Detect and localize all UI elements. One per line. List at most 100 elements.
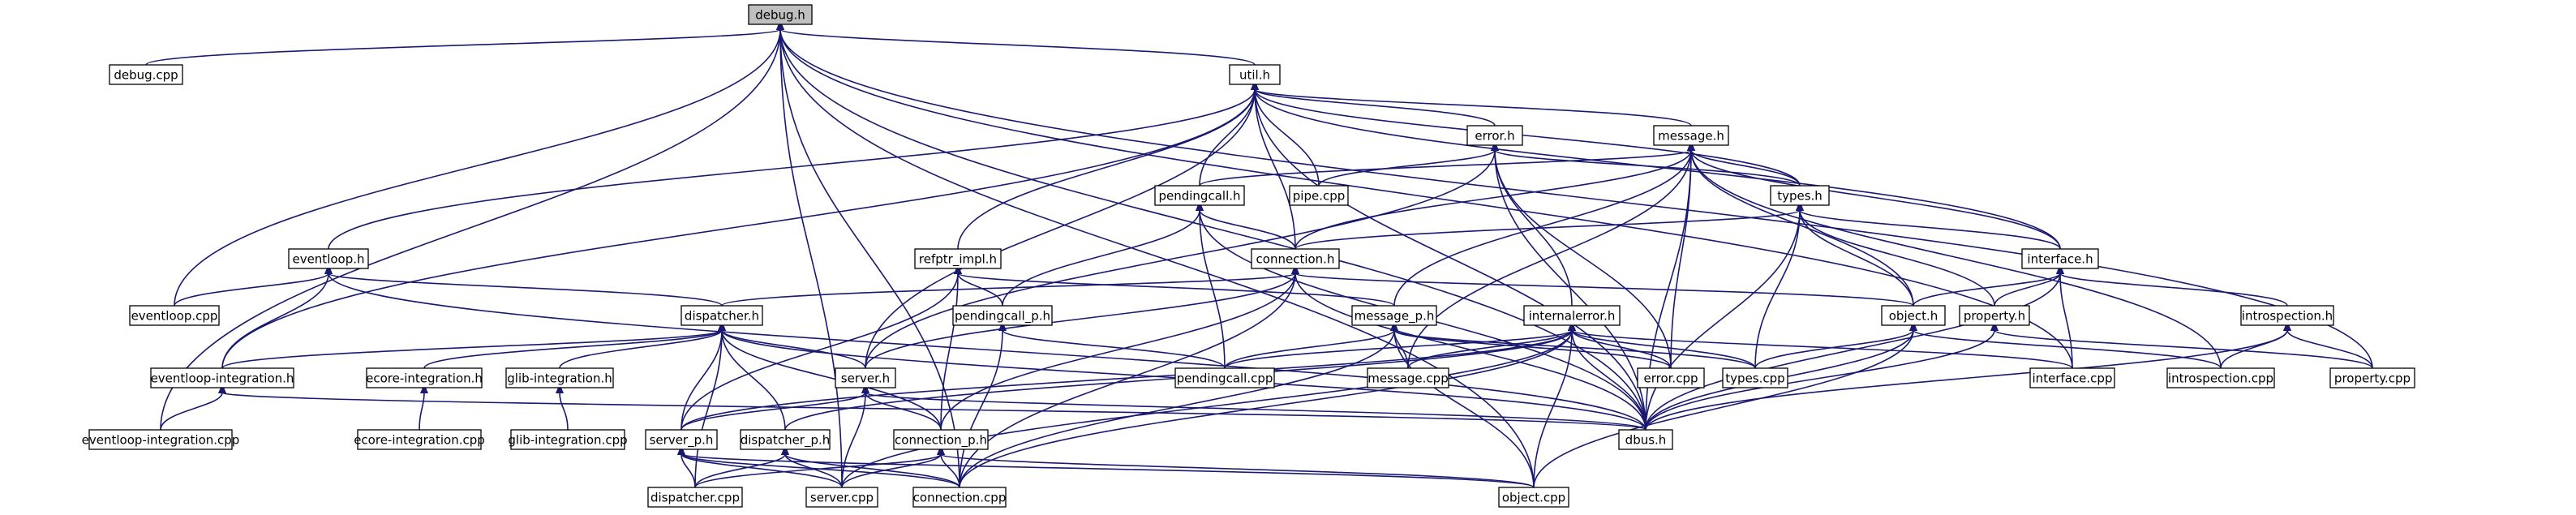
node-object-h[interactable]: object.h [1881, 305, 1946, 326]
edge-internalerror_h-to-server_p_h [680, 321, 1576, 431]
edge-error_h-to-error_cpp [1491, 141, 1672, 369]
node-box [88, 429, 233, 450]
edge-internalerror_h-to-interface_cpp [1568, 321, 2073, 369]
node-object-cpp[interactable]: object.cpp [1498, 487, 1569, 508]
node-pendingcall-h[interactable]: pendingcall.h [1154, 185, 1245, 206]
edge-debug_h-to-object_cpp [776, 20, 1535, 488]
edge-interface_h-to-introspection_h [2056, 264, 2288, 307]
node-label: connection.cpp [913, 491, 1007, 505]
edge-connection_p_h-to-connection_cpp [937, 445, 960, 488]
node-error-h[interactable]: error.h [1466, 125, 1523, 146]
node-label: message.cpp [1367, 371, 1448, 386]
edge-internalerror_h-to-server_cpp [841, 321, 1576, 488]
node-types-h[interactable]: types.h [1770, 185, 1830, 206]
node-dispatcher-h[interactable]: dispatcher.h [680, 305, 763, 326]
node-ecore-integration-h[interactable]: ecore-integration.h [366, 367, 483, 388]
node-box [1618, 429, 1673, 450]
node-box [952, 305, 1053, 326]
node-debug-cpp[interactable]: debug.cpp [109, 64, 183, 85]
edge-refptr_impl_h-to-pendingcall_p_h [954, 264, 1003, 307]
edge-util_h-to-connection_h [1251, 80, 1296, 250]
edge-internalerror_h-to-types_cpp [1568, 321, 1756, 369]
edge-debug_h-to-util_h [776, 20, 1256, 66]
node-server-p-h[interactable]: server_p.h [645, 429, 718, 450]
node-error-cpp[interactable]: error.cpp [1637, 367, 1705, 388]
node-message-p-h[interactable]: message_p.h [1351, 305, 1437, 326]
edge-internalerror_h-to-error_cpp [1568, 321, 1672, 369]
node-debug-h[interactable]: debug.h [748, 4, 813, 25]
node-pendingcall-p-h[interactable]: pendingcall_p.h [952, 305, 1053, 326]
edge-message_h-to-object_h [1687, 141, 1914, 307]
node-label: dispatcher_p.h [741, 433, 831, 448]
node-box [2029, 367, 2115, 388]
node-introspection-cpp[interactable]: introspection.cpp [2166, 367, 2275, 388]
node-introspection-h[interactable]: introspection.h [2240, 305, 2334, 326]
node-server-h[interactable]: server.h [835, 367, 896, 388]
node-label: introspection.cpp [2168, 371, 2273, 386]
edge-debug_h-to-property_cpp [776, 20, 2373, 369]
edge-connection_h-to-object_h [1291, 264, 1914, 307]
node-refptr-impl-h[interactable]: refptr_impl.h [914, 248, 1002, 269]
node-dispatcher-cpp[interactable]: dispatcher.cpp [647, 487, 743, 508]
node-interface-cpp[interactable]: interface.cpp [2029, 367, 2115, 388]
edge-dispatcher_h-to-connection_p_h [718, 321, 942, 431]
node-pipe-cpp[interactable]: pipe.cpp [1289, 185, 1349, 206]
node-eventloop-cpp[interactable]: eventloop.cpp [129, 305, 220, 326]
edge-message_h-to-introspection_cpp [1687, 141, 2222, 369]
node-interface-h[interactable]: interface.h [2021, 248, 2099, 269]
node-box [1154, 185, 1245, 206]
node-label: internalerror.h [1529, 309, 1616, 324]
node-pendingcall-cpp[interactable]: pendingcall.cpp [1174, 367, 1275, 388]
node-box [912, 487, 1007, 508]
node-box [2329, 367, 2415, 388]
node-dbus-h[interactable]: dbus.h [1618, 429, 1673, 450]
node-connection-p-h[interactable]: connection_p.h [893, 429, 989, 450]
node-box [366, 367, 483, 388]
edge-property_h-to-dbus_h [1645, 321, 1999, 431]
node-label: glib-integration.h [507, 371, 612, 386]
node-eventloop-h[interactable]: eventloop.h [288, 248, 369, 269]
node-message-cpp[interactable]: message.cpp [1367, 367, 1449, 388]
node-internalerror-h[interactable]: internalerror.h [1523, 305, 1621, 326]
node-box [2240, 305, 2334, 326]
node-glib-integration-cpp[interactable]: glib-integration.cpp [508, 429, 628, 450]
node-box [1289, 185, 1349, 206]
node-ecore-integration-cpp[interactable]: ecore-integration.cpp [354, 429, 485, 450]
edge-internalerror_h-to-pendingcall_cpp [1224, 321, 1576, 369]
node-box [1770, 185, 1830, 206]
node-property-cpp[interactable]: property.cpp [2329, 367, 2415, 388]
node-label: ecore-integration.cpp [354, 433, 485, 448]
edge-pendingcall_h-to-pendingcall_cpp [1196, 201, 1226, 369]
node-box [805, 487, 878, 508]
node-label: dbus.h [1625, 433, 1667, 448]
edge-internalerror_h-to-dbus_h [1568, 321, 1646, 431]
edge-internalerror_h-to-object_cpp [1533, 321, 1576, 488]
node-box [2166, 367, 2275, 388]
node-label: pendingcall.cpp [1177, 371, 1273, 386]
node-message-h[interactable]: message.h [1653, 125, 1729, 146]
edge-dispatcher_h-to-ecore_integration_h [423, 321, 726, 369]
node-server-cpp[interactable]: server.cpp [805, 487, 878, 508]
node-connection-cpp[interactable]: connection.cpp [912, 487, 1007, 508]
edge-message_h-to-connection_h [1294, 141, 1695, 250]
node-eventloop-integration-cpp[interactable]: eventloop-integration.cpp [82, 429, 240, 450]
node-property-h[interactable]: property.h [1959, 305, 2030, 326]
edge-message_p_h-to-error_cpp [1390, 321, 1672, 369]
edge-connection_p_h-to-object_cpp [937, 445, 1535, 488]
node-glib-integration-h[interactable]: glib-integration.h [505, 367, 614, 388]
node-util-h[interactable]: util.h [1229, 64, 1281, 85]
edge-object_h-to-object_cpp [1533, 321, 1917, 488]
node-dispatcher-p-h[interactable]: dispatcher_p.h [740, 429, 831, 450]
node-box [150, 367, 294, 388]
node-label: dispatcher.cpp [650, 491, 740, 505]
node-label: introspection.h [2242, 309, 2333, 324]
edge-server_h-to-dbus_h [861, 384, 1646, 431]
node-box [357, 429, 482, 450]
node-eventloop-integration-h[interactable]: eventloop-integration.h [150, 367, 294, 388]
edge-types_h-to-dbus_h [1645, 201, 1804, 431]
node-label: object.cpp [1502, 491, 1565, 505]
node-label: dispatcher.h [685, 309, 759, 324]
node-connection-h[interactable]: connection.h [1251, 248, 1340, 269]
node-types-cpp[interactable]: types.cpp [1722, 367, 1788, 388]
